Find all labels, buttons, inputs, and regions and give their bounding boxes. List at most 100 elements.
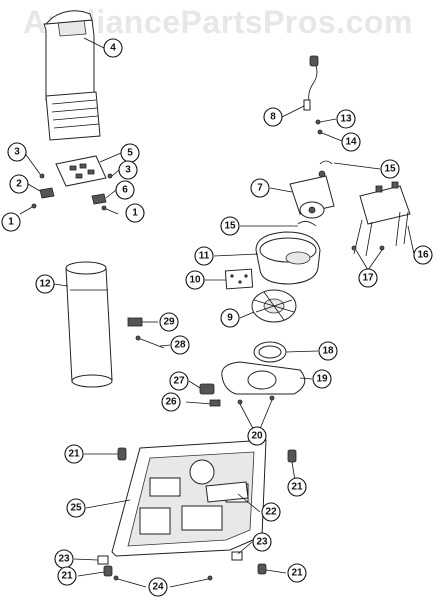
callout-9: 9 — [220, 308, 240, 328]
screw-1b-part — [101, 205, 119, 215]
glide-23b-part — [231, 551, 243, 561]
callout-24: 24 — [148, 577, 168, 597]
bracket-2-part — [39, 187, 55, 199]
leveling-foot-21a-part — [117, 447, 127, 461]
svg-text:1: 1 — [8, 217, 14, 228]
svg-text:23: 23 — [256, 537, 268, 548]
callout-21d: 21 — [287, 563, 307, 583]
callout-20: 20 — [247, 426, 267, 446]
clip-15a-part — [319, 160, 333, 165]
svg-text:6: 6 — [122, 185, 128, 196]
leveling-foot-21d-part — [257, 563, 267, 575]
callout-17: 17 — [358, 268, 378, 288]
svg-text:9: 9 — [227, 313, 233, 324]
bracket-6-part — [91, 193, 107, 205]
svg-text:11: 11 — [199, 251, 210, 262]
callout-10: 10 — [185, 270, 205, 290]
screw-20-part — [237, 395, 275, 405]
callout-4: 4 — [103, 38, 123, 58]
svg-text:24: 24 — [152, 582, 164, 593]
svg-text:21: 21 — [291, 482, 303, 493]
screw-1a-part — [19, 203, 37, 215]
callout-15a: 15 — [380, 159, 400, 179]
callout-25: 25 — [66, 498, 86, 518]
callout-2: 2 — [9, 174, 29, 194]
screw-3b-part — [107, 173, 113, 179]
screw-3a-part — [39, 173, 45, 179]
svg-text:4: 4 — [110, 43, 116, 54]
leveling-foot-21c-part — [103, 565, 113, 577]
svg-text:23: 23 — [58, 554, 70, 565]
svg-text:26: 26 — [165, 397, 177, 408]
callout-8: 8 — [263, 107, 283, 127]
label-10-part — [224, 268, 254, 290]
svg-text:27: 27 — [173, 376, 185, 387]
callout-13: 13 — [336, 109, 356, 129]
callout-1a: 1 — [1, 212, 21, 232]
callout-21a: 21 — [64, 444, 84, 464]
callout-5: 5 — [120, 143, 140, 163]
callout-16: 16 — [413, 245, 433, 265]
clip-15b-part — [297, 221, 317, 227]
svg-text:22: 22 — [265, 507, 277, 518]
svg-text:15: 15 — [384, 164, 396, 175]
svg-text:5: 5 — [127, 148, 133, 159]
svg-text:3: 3 — [14, 147, 20, 158]
thermostat-27-part — [199, 383, 215, 395]
svg-text:19: 19 — [316, 374, 328, 385]
callout-7: 7 — [250, 178, 270, 198]
callout-22: 22 — [261, 502, 281, 522]
callout-21b: 21 — [287, 477, 307, 497]
svg-text:2: 2 — [16, 179, 22, 190]
callout-18: 18 — [318, 341, 338, 361]
svg-text:21: 21 — [68, 449, 80, 460]
callout-3a: 3 — [7, 142, 27, 162]
callout-29: 29 — [159, 312, 179, 332]
svg-text:7: 7 — [257, 183, 263, 194]
callout-11: 11 — [194, 246, 214, 266]
glide-23a-part — [97, 555, 109, 565]
svg-text:29: 29 — [163, 317, 175, 328]
blower-cover-part — [221, 361, 306, 395]
svg-text:3: 3 — [125, 165, 131, 176]
svg-text:17: 17 — [362, 273, 374, 284]
leveling-foot-21b-part — [287, 449, 297, 463]
screw-26-part — [185, 399, 221, 407]
switch-29-part — [127, 317, 143, 327]
blower-housing-part — [255, 231, 321, 285]
callout-1b: 1 — [125, 203, 145, 223]
svg-text:15: 15 — [224, 221, 236, 232]
callout-19: 19 — [312, 369, 332, 389]
svg-text:16: 16 — [417, 250, 429, 261]
svg-text:18: 18 — [322, 346, 334, 357]
blower-wheel-part — [251, 289, 297, 323]
exhaust-duct-part — [43, 10, 101, 141]
svg-text:21: 21 — [291, 568, 303, 579]
exhaust-tube-part — [65, 261, 113, 388]
svg-text:1: 1 — [132, 208, 138, 219]
svg-text:20: 20 — [251, 431, 263, 442]
callout-12: 12 — [35, 274, 55, 294]
seal-ring-part — [253, 341, 287, 363]
callout-28: 28 — [170, 335, 190, 355]
svg-text:28: 28 — [174, 340, 186, 351]
callout-3b: 3 — [118, 160, 138, 180]
screw-17-part — [351, 245, 385, 251]
callout-6: 6 — [115, 180, 135, 200]
callout-26: 26 — [161, 392, 181, 412]
svg-text:10: 10 — [189, 275, 201, 286]
svg-text:21: 21 — [61, 571, 73, 582]
callout-21c: 21 — [57, 566, 77, 586]
drive-motor-part — [289, 170, 335, 219]
motor-mount-part — [353, 181, 411, 257]
screw-13-part — [315, 119, 321, 125]
svg-text:13: 13 — [340, 114, 352, 125]
base-panel-part — [111, 439, 267, 557]
control-board-part — [55, 155, 107, 187]
callout-14: 14 — [341, 132, 361, 152]
callout-23a: 23 — [54, 549, 74, 569]
screw-24-part — [113, 575, 213, 581]
callout-15b: 15 — [220, 216, 240, 236]
svg-text:12: 12 — [39, 279, 51, 290]
